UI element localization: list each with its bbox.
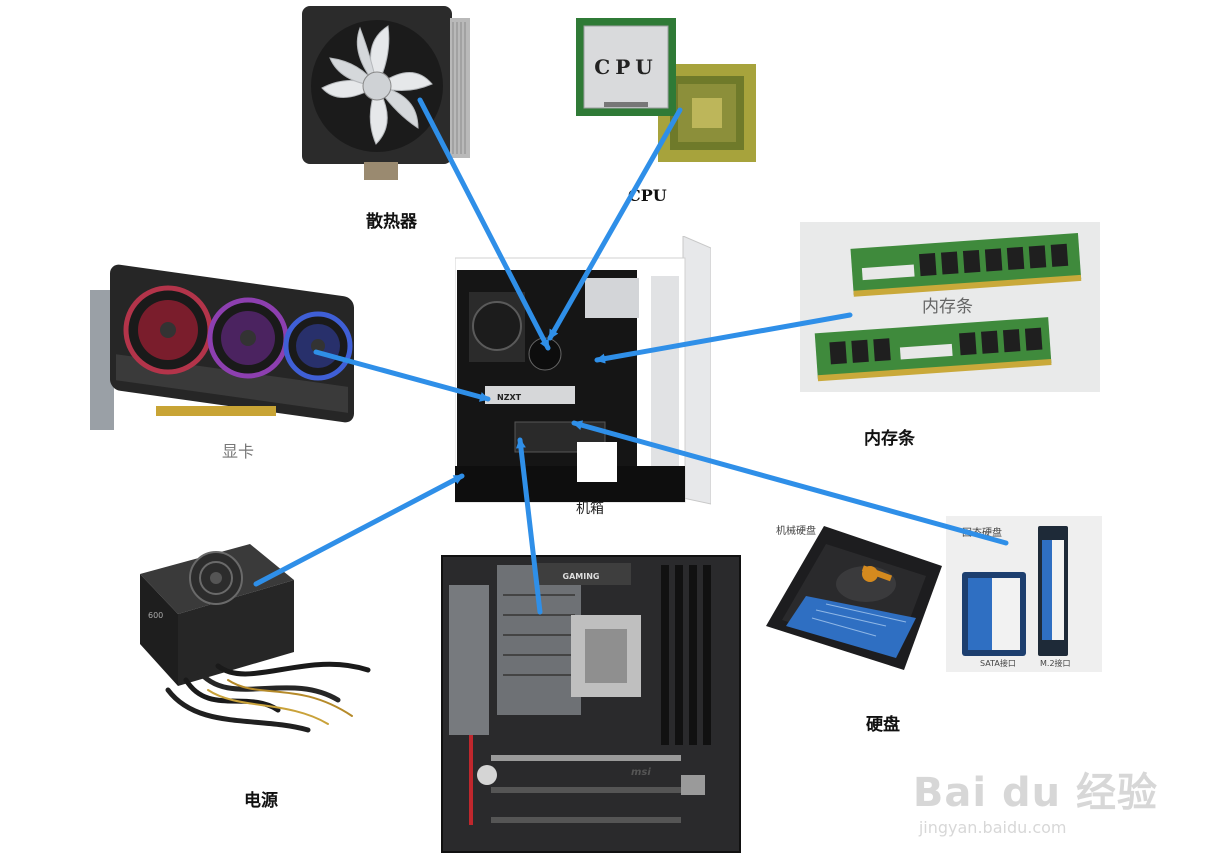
board-gaming-text: GAMING bbox=[563, 572, 600, 581]
cpu-chip-text: CPU bbox=[594, 55, 657, 79]
ram-inner-label: 内存条 bbox=[922, 297, 973, 317]
psu-image: 600 bbox=[138, 540, 382, 738]
m2-label: M.2接口 bbox=[1040, 659, 1071, 668]
hdd-image bbox=[766, 526, 944, 672]
cpu-label: CPU bbox=[628, 186, 667, 205]
disks-label: 硬盘 bbox=[866, 715, 900, 735]
ssd-label: 固态硬盘 bbox=[962, 528, 1002, 539]
gpu-label: 显卡 bbox=[222, 442, 255, 461]
psu-badge: 600 bbox=[148, 611, 163, 620]
case-label: 机箱 bbox=[576, 501, 604, 517]
baidu-watermark: Bai du 经验 jingyan.baidu.com bbox=[913, 760, 1158, 837]
motherboard-image: GAMING msi bbox=[441, 555, 741, 853]
psu-label: 电源 bbox=[244, 791, 278, 811]
gpu-image bbox=[86, 246, 358, 436]
ram-image bbox=[800, 222, 1100, 392]
hdd-label: 机械硬盘 bbox=[776, 526, 816, 537]
ssd-panel bbox=[946, 516, 1102, 672]
cooler-label: 散热器 bbox=[366, 212, 417, 232]
cpu-image: CPU bbox=[574, 16, 760, 166]
cooler-image bbox=[300, 4, 475, 184]
board-brand-text: msi bbox=[631, 767, 651, 778]
case-brand-text: NZXT bbox=[497, 393, 522, 402]
case-image: NZXT bbox=[455, 236, 711, 508]
ram-label: 内存条 bbox=[864, 429, 915, 449]
sata-label: SATA接口 bbox=[980, 659, 1016, 668]
watermark-main: Bai du 经验 bbox=[912, 770, 1158, 816]
watermark-sub: jingyan.baidu.com bbox=[918, 818, 1067, 837]
